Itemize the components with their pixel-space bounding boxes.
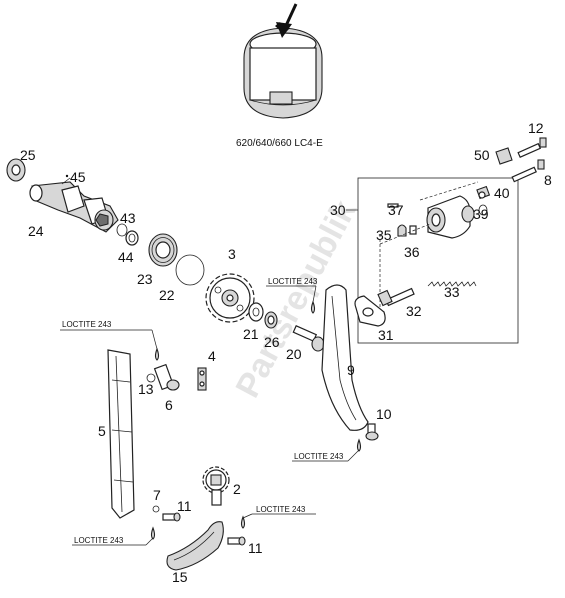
pin-37 [387, 203, 399, 208]
bolt-32 [377, 287, 415, 307]
crank-sprocket [202, 466, 230, 506]
callout-44: 44 [118, 249, 134, 265]
callout-23: 23 [137, 271, 153, 287]
callout-13: 13 [138, 381, 154, 397]
callout-35: 35 [376, 227, 392, 243]
bolt-8 [511, 159, 545, 183]
washer-13 [146, 373, 156, 383]
callout-3: 3 [228, 246, 236, 262]
callout-2: 2 [233, 481, 241, 497]
callout-37: 37 [388, 202, 404, 218]
callout-45: 45 [70, 169, 86, 185]
part-50 [495, 147, 513, 165]
loctite-label: LOCTITE 243 [74, 536, 124, 545]
loctite-drop [356, 438, 362, 452]
callout-43: 43 [120, 210, 136, 226]
callout-10: 10 [376, 406, 392, 422]
callout-11: 11 [248, 540, 263, 556]
loctite-label: LOCTITE 243 [268, 277, 318, 286]
washer-7 [152, 505, 160, 513]
bolt-12 [517, 137, 547, 159]
bolt-20 [292, 324, 325, 352]
callout-9: 9 [347, 362, 355, 378]
bolt-10 [365, 423, 379, 441]
tensioner-rail [321, 284, 369, 431]
cylinder-detail [243, 2, 323, 119]
loctite-drop [310, 300, 316, 314]
callout-12: 12 [528, 120, 544, 136]
callout-21: 21 [243, 326, 259, 342]
callout-50: 50 [474, 147, 490, 163]
callout-8: 8 [544, 172, 552, 188]
plug-40 [476, 185, 491, 200]
loctite-label: LOCTITE 243 [294, 452, 344, 461]
pin-6 [153, 363, 180, 391]
callout-31: 31 [378, 327, 394, 343]
callout-22: 22 [159, 287, 175, 303]
callout-39: 39 [473, 206, 489, 222]
screw-11b [227, 536, 246, 546]
washer-39 [478, 204, 488, 216]
washer-21 [248, 302, 264, 322]
chain-guide-15 [166, 521, 224, 571]
callout-15: 15 [172, 569, 188, 585]
tensioner-box [357, 177, 519, 344]
callout-25: 25 [20, 147, 36, 163]
loctite-drop [240, 515, 246, 529]
loctite-label: LOCTITE 243 [256, 505, 306, 514]
loctite-drop [154, 347, 160, 361]
callout-11: 11 [177, 498, 192, 514]
callout-40: 40 [494, 185, 510, 201]
gasket-31 [354, 295, 386, 327]
callout-20: 20 [286, 346, 302, 362]
model-caption: 620/640/660 LC4-E [236, 138, 323, 149]
loctite-label: LOCTITE 243 [62, 320, 112, 329]
callout-6: 6 [165, 397, 173, 413]
bracket-4 [197, 367, 207, 391]
spring-33 [427, 281, 477, 287]
guide-rail [107, 349, 135, 519]
screw-11a [162, 512, 181, 522]
callout-24: 24 [28, 223, 44, 239]
callout-7: 7 [153, 487, 161, 503]
callout-32: 32 [406, 303, 422, 319]
callout-5: 5 [98, 423, 106, 439]
callout-33: 33 [444, 284, 460, 300]
loctite-drop [150, 526, 156, 540]
tensioner-body [426, 195, 475, 239]
camshaft-group [6, 158, 205, 286]
part-36 [409, 225, 417, 235]
callout-36: 36 [404, 244, 420, 260]
callout-30: 30 [330, 202, 346, 218]
callout-26: 26 [264, 334, 280, 350]
cam-sprocket [205, 273, 255, 323]
cap-35 [397, 224, 407, 237]
callout-4: 4 [208, 348, 216, 364]
